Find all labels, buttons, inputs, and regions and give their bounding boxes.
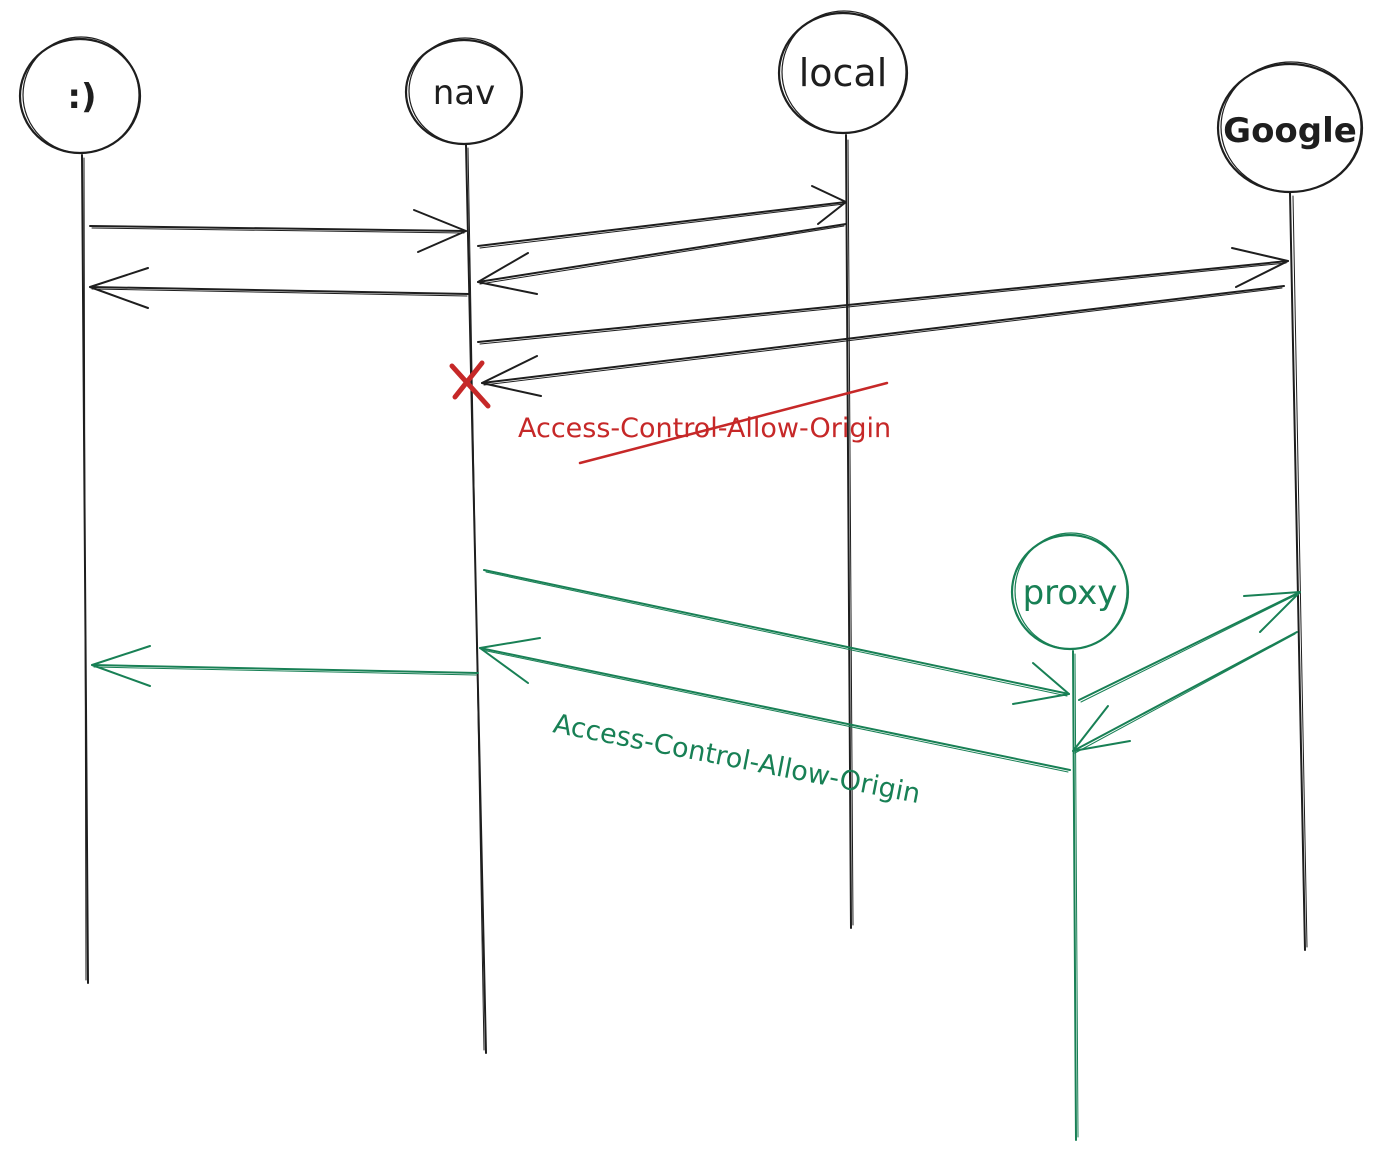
blocked-header-text: Access-Control-Allow-Origin [518,413,891,444]
lifeline-nav [465,144,487,1054]
participant-proxy: proxy [1010,532,1130,651]
participant-local: local [777,10,909,135]
message-proxy-to-nav [479,637,1071,773]
participant-user: :) [18,36,142,155]
message-user-to-nav [89,209,467,253]
lifeline-user [81,154,89,984]
participant-local-label: local [799,51,888,95]
strikethrough-line [578,381,889,465]
proxied-header-label: Access-Control-Allow-Origin [551,708,923,810]
message-nav-to-user [89,267,470,309]
participant-proxy-label: proxy [1023,573,1118,613]
message-nav-to-google [477,247,1289,345]
lifeline-local [845,134,854,929]
message-google-to-proxy [1072,631,1298,754]
message-google-to-nav [481,285,1285,397]
message-nav-to-user-green [91,645,479,687]
message-nav-to-local [477,185,847,249]
message-local-to-nav [477,223,847,295]
participant-google: Google [1216,61,1364,194]
blocked-header-label: Access-Control-Allow-Origin [518,381,891,465]
lifeline-proxy [1072,650,1079,1141]
participant-user-label: :) [67,77,96,117]
participant-nav-label: nav [433,73,496,113]
message-nav-to-proxy [483,569,1070,705]
participant-nav: nav [404,37,524,146]
cross-icon [449,360,491,409]
participant-google-label: Google [1223,111,1357,151]
lifeline-google [1289,192,1308,951]
message-proxy-to-google [1078,591,1301,703]
proxied-header-text: Access-Control-Allow-Origin [551,708,923,810]
